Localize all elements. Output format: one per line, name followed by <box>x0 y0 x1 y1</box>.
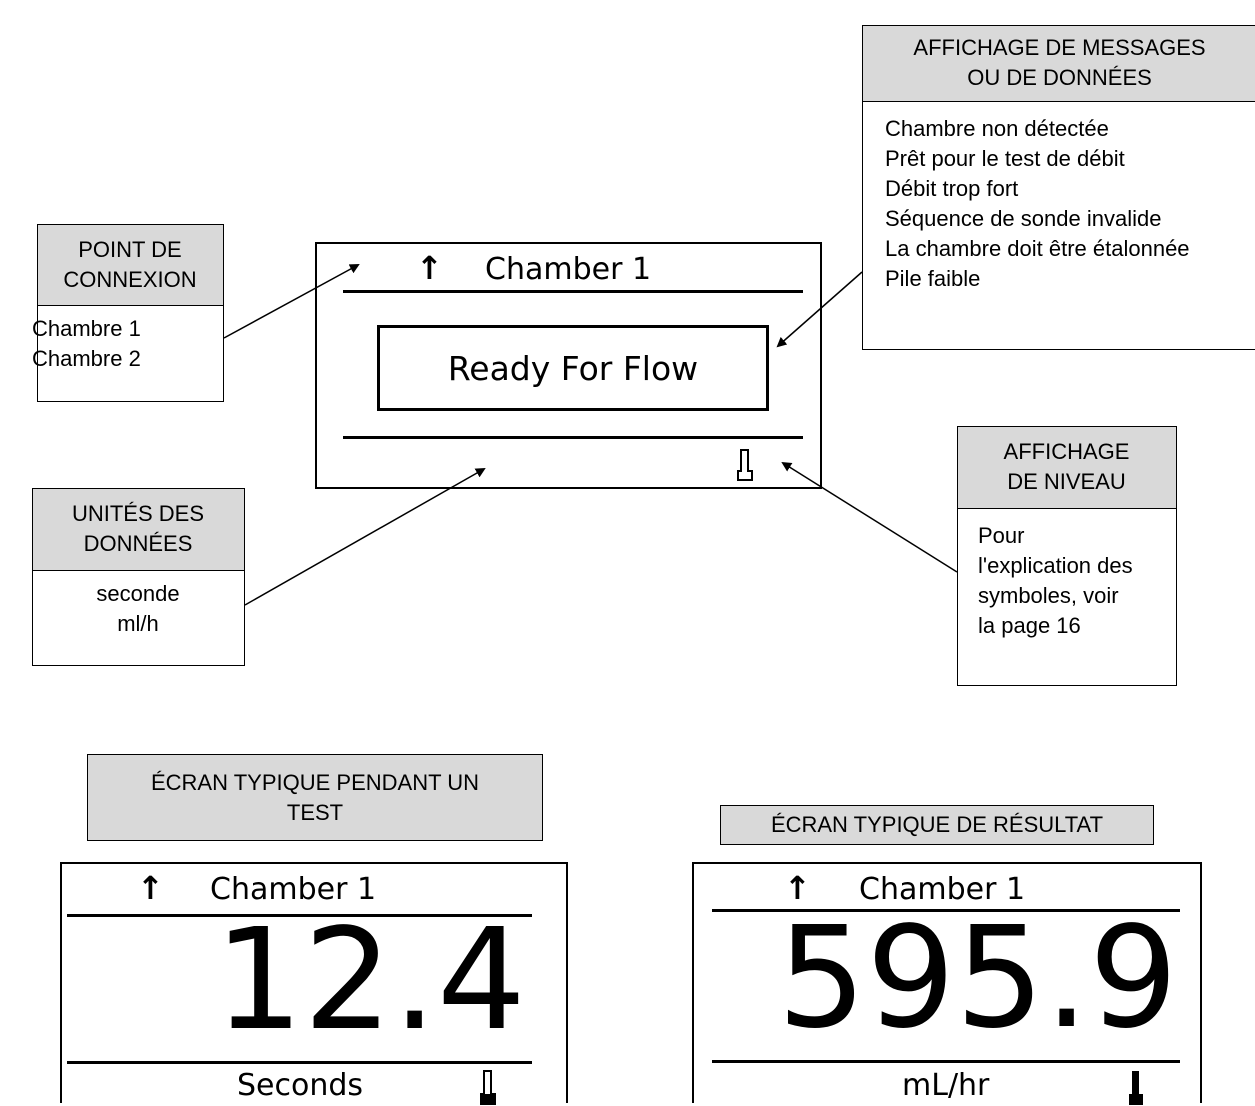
connection-arrow <box>224 265 358 338</box>
level-arrow <box>783 463 957 572</box>
units-arrow <box>245 469 484 605</box>
messages-arrow <box>778 272 862 346</box>
